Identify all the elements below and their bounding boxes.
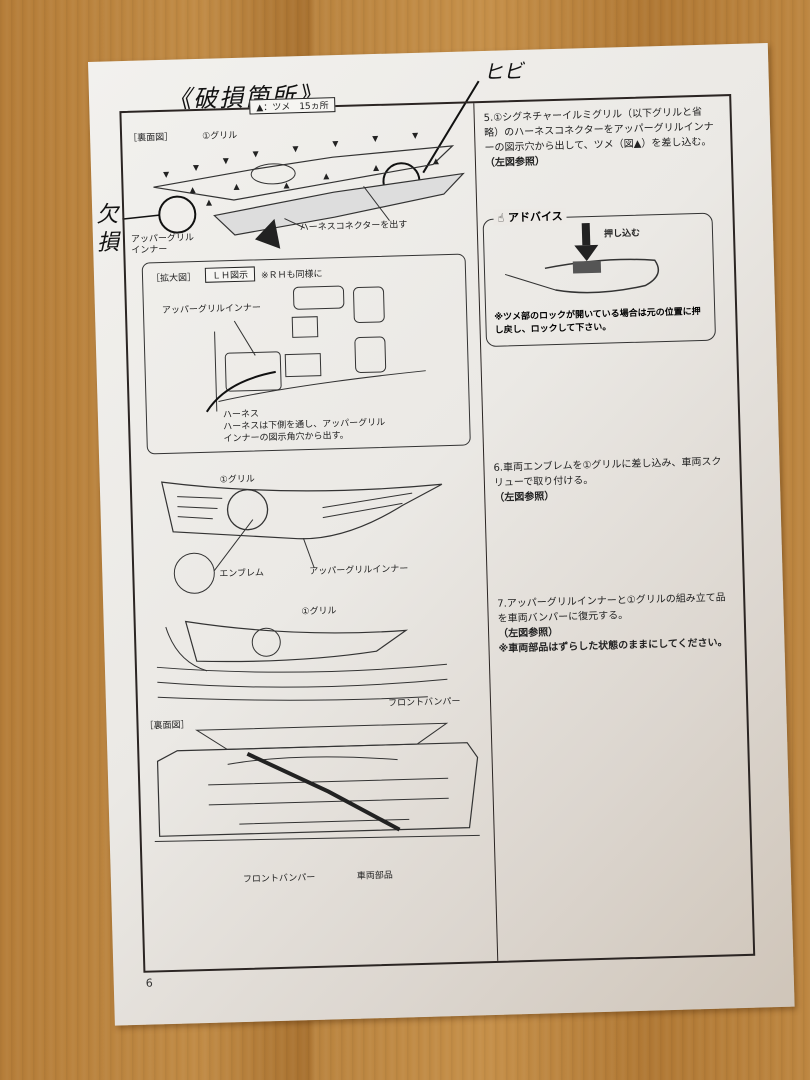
content-frame: ▲：ツメ 15ヵ所 ［裏面図］ ①グリル	[119, 94, 756, 973]
rear-bumper-label: フロントバンパー	[242, 872, 316, 885]
grille-emblem-diagram	[160, 481, 443, 594]
step-6: 6.車両エンブレムを①グリルに差し込み、車両スクリューで取り付ける。 （左図参照…	[493, 456, 722, 504]
harness-note-line2: インナーの図示角穴から出す。	[223, 430, 349, 445]
zoom-panel: ［拡大図］ ＬＨ図示 ※ＲＨも同様に アッパーグリルインナー ハーネス ハーネス…	[141, 253, 471, 455]
figures-column: ▲：ツメ 15ヵ所 ［裏面図］ ①グリル	[121, 97, 497, 970]
bumper-label: フロントバンパー	[387, 696, 461, 709]
claw-legend: ▲：ツメ 15ヵ所	[249, 97, 336, 115]
advice-note: ※ツメ部のロックが開いている場合は元の位置に押し戻し、ロックして下さい。	[494, 306, 701, 336]
grille-rear-diagram	[153, 132, 465, 249]
step-5: 5.①シグネチャーイルミグリル（以下グリルと省略）のハーネスコネクターをアッパー…	[483, 106, 714, 169]
instruction-sheet: 《破損箇所》 ヒビ 欠損 ▲：ツメ 15ヵ所 ［裏面図］ ①グリル	[88, 43, 795, 1026]
steps-column: 5.①シグネチャーイルミグリル（以下グリルと省略）のハーネスコネクターをアッパー…	[475, 96, 753, 961]
vehicle-parts-label: 車両部品	[356, 870, 393, 882]
emblem-label: エンブレム	[219, 568, 265, 580]
zoom-detail-diagram	[205, 285, 426, 413]
advice-box: ☝ アドバイス 押し込む ※ツメ部のロックが開いている場合は元の位置に押し戻し、…	[482, 207, 717, 347]
step-7: 7.アッパーグリルインナーと①グリルの組み立て品を車両バンパーに復元する。 （左…	[497, 590, 731, 656]
emblem-inner-label: アッパーグリルインナー	[309, 564, 409, 578]
grille-bumper-diagram	[156, 620, 448, 701]
upper-grille-inner-label-a: アッパーグリル インナー	[130, 233, 195, 256]
bumper-rear-diagram	[154, 722, 480, 842]
claw-push-diagram	[504, 223, 660, 294]
page-number: 6	[145, 976, 153, 990]
